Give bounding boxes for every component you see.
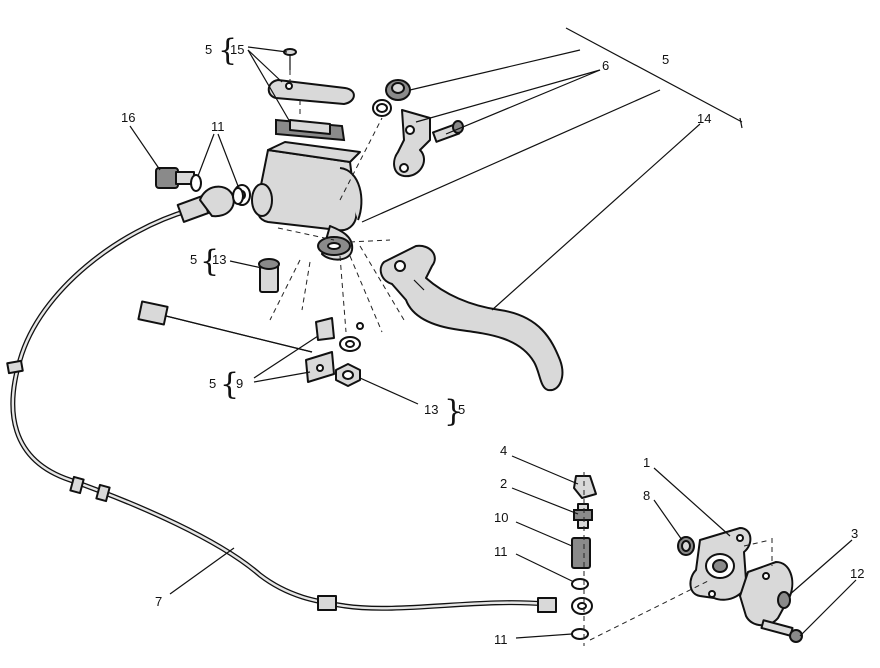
switch-connector — [137, 300, 313, 353]
callout-3: 3 — [851, 526, 858, 541]
hose-7 — [6, 195, 557, 613]
washer-11-d — [571, 628, 589, 640]
callout-6: 6 — [602, 58, 609, 73]
slave-cylinder-3 — [739, 561, 794, 627]
pivot-bolt-13 — [258, 258, 280, 293]
callout-5-13b: 5 — [458, 402, 465, 417]
seal-8 — [677, 536, 695, 556]
callout-7: 7 — [155, 594, 162, 609]
screw-12 — [760, 619, 803, 643]
callout-2: 2 — [500, 476, 507, 491]
washer-11-a — [190, 174, 202, 192]
banjo-bolt-10 — [571, 537, 591, 569]
cover-plate-15 — [267, 79, 355, 105]
pivot-bush — [317, 236, 351, 256]
clamp-screw-6 — [432, 120, 464, 143]
callout-15: 15 — [230, 42, 244, 57]
switch-9-upper — [315, 317, 335, 341]
callout-10: 10 — [494, 510, 508, 525]
callout-13-top: 13 — [212, 252, 226, 267]
master-cylinder-body — [251, 141, 363, 261]
callout-12: 12 — [850, 566, 864, 581]
callout-11-top: 11 — [211, 119, 225, 134]
callout-5-15: 5 — [205, 42, 212, 57]
group-bar-end — [739, 117, 743, 129]
callout-11-mid: 11 — [494, 544, 508, 559]
clamp-6 — [393, 109, 431, 178]
brace-9: { — [220, 367, 239, 402]
washer-11-b — [232, 187, 244, 205]
callout-5-13a: 5 — [190, 252, 197, 267]
banjo-fitting-bottom — [571, 597, 593, 615]
callout-5-group: 5 — [662, 52, 669, 67]
callout-1: 1 — [643, 455, 650, 470]
callout-5-9: 5 — [209, 376, 216, 391]
callout-13-bottom: 13 — [424, 402, 438, 417]
callout-14: 14 — [697, 111, 711, 126]
bleed-cap-4 — [573, 475, 597, 499]
brace-15: { — [218, 33, 237, 68]
callout-4: 4 — [500, 443, 507, 458]
switch-9-lower — [305, 351, 335, 383]
brace-13b: } — [444, 394, 463, 429]
washer-11-c — [571, 578, 589, 590]
spacer — [356, 322, 364, 330]
brace-13a: { — [200, 244, 219, 279]
lever-14 — [379, 244, 564, 392]
callout-8: 8 — [643, 488, 650, 503]
group-bar — [565, 27, 743, 123]
banjo-bolt-16 — [155, 167, 195, 189]
nut-13 — [335, 363, 361, 387]
diaphragm-15 — [275, 118, 346, 142]
cap-6 — [385, 79, 411, 101]
callout-9: 9 — [236, 376, 243, 391]
bleed-valve-2 — [573, 503, 593, 529]
callout-11-bottom: 11 — [494, 632, 508, 647]
callout-16: 16 — [121, 110, 135, 125]
